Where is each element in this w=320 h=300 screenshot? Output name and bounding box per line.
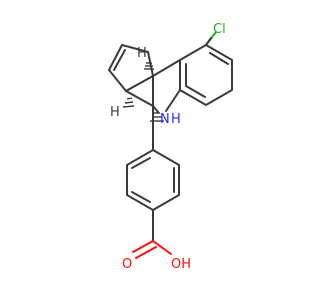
- bond-c-oh: [152, 240, 172, 255]
- bond-ar-n: [165, 89, 181, 112]
- double-bond-bottom-3: [131, 191, 151, 203]
- stereo-hash-bonds: [122, 62, 164, 122]
- stereo-h-top-label: H: [137, 46, 147, 61]
- bond-c3a-c4: [125, 90, 154, 107]
- bond-c1-c2: [108, 44, 123, 71]
- double-bond-c1-c2: [113, 49, 126, 71]
- aromatic-ring-bottom: [126, 149, 180, 211]
- double-bond-bottom-1: [131, 157, 151, 169]
- bond-c3-c9b: [147, 51, 154, 77]
- chlorine-label: Cl: [213, 22, 226, 37]
- atom-labels: Cl N H H H O OH: [110, 22, 226, 272]
- stereo-h-bottom-label: H: [110, 105, 120, 120]
- bond-network: [108, 31, 233, 259]
- amine-h-label: H: [171, 112, 181, 127]
- bond-ar-c9b: [152, 59, 181, 77]
- bond-c9b-c3a: [125, 75, 154, 92]
- carbonyl-o-label: O: [122, 257, 132, 272]
- structure-canvas: Cl N H H H O OH: [108, 22, 233, 272]
- bond-c9b-c1: [108, 69, 127, 92]
- bond-c-o-double-1: [132, 240, 154, 253]
- aromatic-ring-top: [179, 44, 233, 106]
- bond-c-o-double-2: [135, 246, 157, 259]
- hydroxyl-label: OH: [171, 257, 191, 272]
- double-bond-top-1: [209, 52, 229, 65]
- molecule-diagram: Cl N H H H O OH: [108, 22, 233, 272]
- amine-n-label: N: [160, 112, 170, 127]
- double-bond-top-2: [185, 85, 206, 98]
- bond-c-cl-dark: [205, 37, 212, 46]
- bond-c2-c3: [121, 44, 149, 53]
